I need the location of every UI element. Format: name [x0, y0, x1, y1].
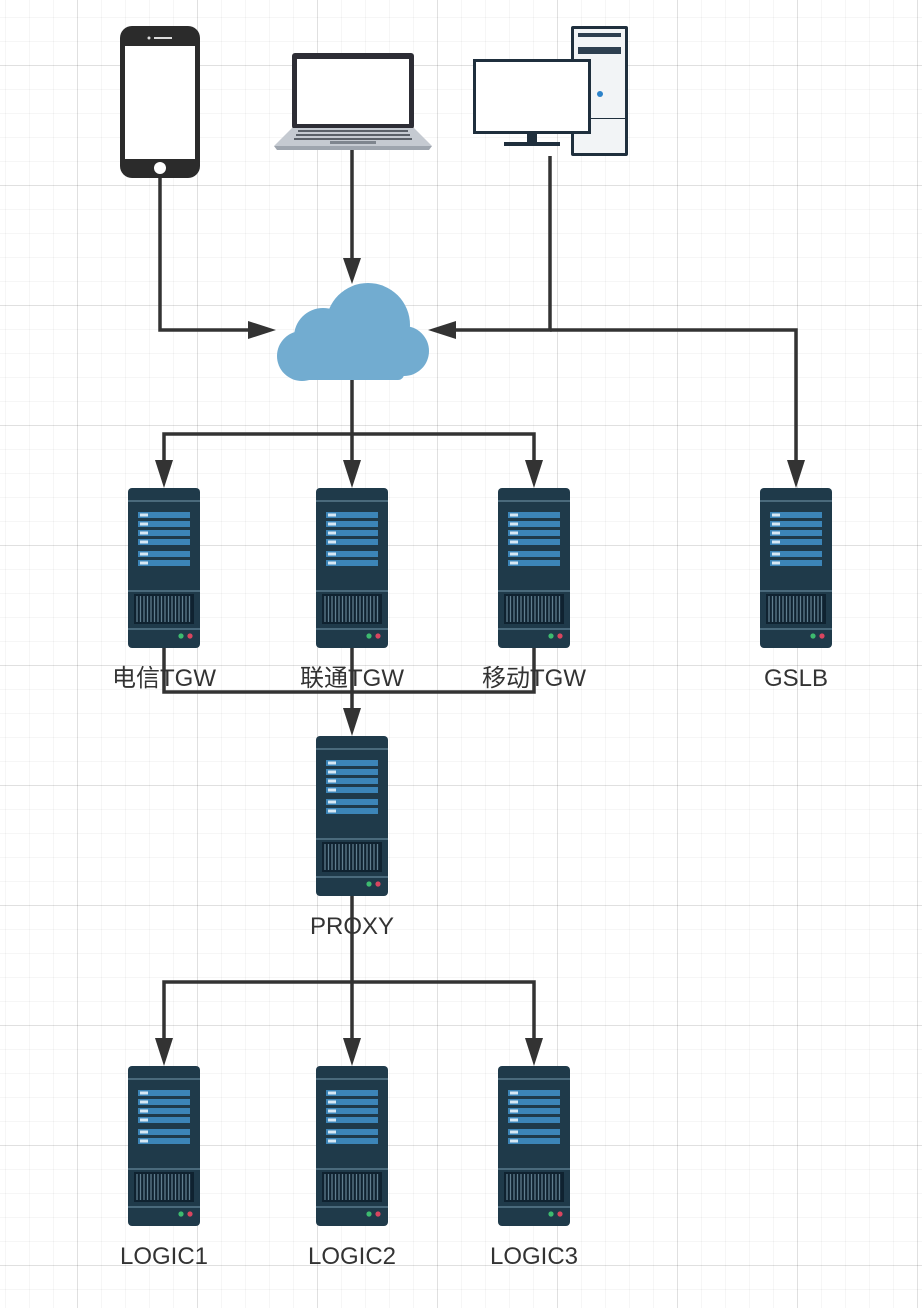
connector-tgw-proxy — [162, 648, 536, 694]
connector-phone-cloud — [158, 178, 256, 332]
arrow-icon — [248, 321, 276, 339]
arrow-icon — [525, 460, 543, 488]
server-icon-tgw-unicom — [315, 487, 389, 649]
connectors — [158, 150, 798, 1046]
arrow-icon — [787, 460, 805, 488]
server-icon-logic1 — [127, 1065, 201, 1227]
connector-cloud-gslb — [550, 328, 798, 468]
arrow-icon — [155, 1038, 173, 1066]
arrow-icon — [343, 460, 361, 488]
server-icon-logic3 — [497, 1065, 571, 1227]
desktop-computer-icon — [473, 26, 628, 156]
server-icon-tgw-telecom — [127, 487, 201, 649]
label-proxy: PROXY — [309, 913, 395, 940]
arrow-icon — [525, 1038, 543, 1066]
label-tgw-mobile: 移动TGW — [482, 665, 586, 692]
arrow-icon — [343, 258, 361, 284]
laptop-icon — [274, 53, 432, 150]
label-tgw-unicom: 联通TGW — [300, 665, 404, 692]
server-icon-logic2 — [315, 1065, 389, 1227]
label-gslb: GSLB — [763, 665, 829, 692]
arrow-icon — [343, 708, 361, 736]
connector-proxy-logic — [162, 980, 536, 1046]
arrow-icon — [155, 460, 173, 488]
arrow-icon — [343, 1038, 361, 1066]
server-icon-tgw-mobile — [497, 487, 571, 649]
server-icon-gslb — [759, 487, 833, 649]
arrowheads — [155, 258, 805, 1066]
server-icon-proxy — [315, 735, 389, 897]
label-tgw-telecom: 电信TGW — [112, 665, 216, 692]
label-logic3: LOGIC3 — [489, 1243, 579, 1270]
smartphone-icon — [120, 26, 200, 178]
cloud-icon — [277, 283, 429, 381]
arrow-icon — [428, 321, 456, 339]
label-logic2: LOGIC2 — [307, 1243, 397, 1270]
connector-cloud-tgw — [162, 432, 536, 468]
connector-desktop-cloud — [448, 156, 552, 332]
label-logic1: LOGIC1 — [119, 1243, 209, 1270]
